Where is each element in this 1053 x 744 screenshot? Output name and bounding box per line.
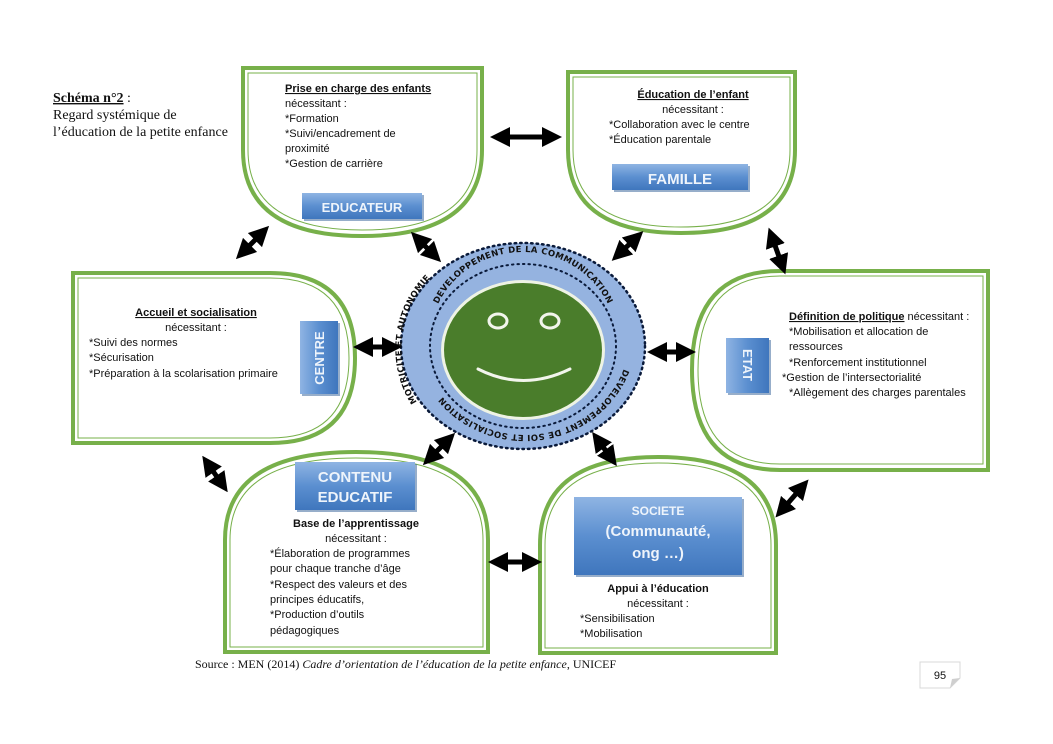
contenu-label-box [295,462,415,510]
contenu-heading: Base de l’apprentissage [293,518,419,530]
centre-item: *Préparation à la scolarisation primaire [89,368,278,380]
page-number-box: 95 [919,661,961,689]
centre-item: *Sécurisation [89,352,154,364]
societe-item: *Sensibilisation [580,613,655,625]
contenu-label-line1: CONTENU [318,469,392,486]
educateur-label-box [302,193,422,219]
source-citation: Source : MEN (2014) Cadre d’orientation … [195,657,616,671]
educateur-heading: Prise en charge des enfants [285,83,431,95]
svg-text:Définition de politique nécess: Définition de politique nécessitant : [789,311,969,323]
arrow-famille-etat [765,227,789,275]
smiley-face-icon [444,283,602,417]
svg-text:Schéma n°2 :: Schéma n°2 : [53,91,131,106]
educateur-item: *Gestion de carrière [285,158,383,170]
contenu-item: *Élaboration de programmes [270,547,411,560]
societe-sub: nécessitant : [627,598,689,610]
arrow-societe-center [592,431,617,467]
center-circle: DEVELOPPEMENT DE LA COMMUNICATION DEVELO… [394,241,647,451]
famille-item: *Collaboration avec le centre [609,119,750,131]
societe-label-line2: (Communauté, [606,523,711,540]
arrow-educateur-center [410,231,442,263]
etat-item: *Allègement des charges parentales [789,387,966,399]
node-societe: SOCIETE (Communauté, ong …) Appui à l’éd… [538,454,778,655]
contenu-item: principes éducatifs, [270,594,364,606]
right-eye [539,312,561,330]
arrow-societe-etat [775,479,809,518]
famille-label: FAMILLE [648,171,712,188]
etat-item: ressources [789,341,843,353]
educateur-item: *Suivi/encadrement de [285,128,396,140]
contenu-item: pédagogiques [270,625,340,637]
arrow-famille-center [611,231,644,261]
centre-heading: Accueil et socialisation [135,307,257,319]
centre-sub: nécessitant : [165,322,227,334]
centre-item: *Suivi des normes [89,337,178,349]
arrow-educateur-centre [235,225,270,260]
educateur-sub: nécessitant : [285,98,347,110]
node-etat: Définition de politique nécessitant : *M… [689,269,990,472]
educateur-item: *Formation [285,113,339,125]
societe-item: *Mobilisation [580,628,642,640]
mouth [476,367,572,382]
node-centre: Accueil et socialisation nécessitant : *… [71,271,358,445]
etat-label-box [726,338,769,393]
educateur-item: proximité [285,143,330,155]
contenu-sub: nécessitant : [325,533,387,545]
etat-label: ETAT [740,349,755,381]
node-educateur: Prise en charge des enfants nécessitant … [241,66,484,239]
contenu-item: *Respect des valeurs et des [270,579,407,591]
societe-label-box [574,497,742,575]
node-famille: Éducation de l’enfant nécessitant : *Col… [566,70,797,236]
societe-label-line3: ong …) [632,545,684,562]
contenu-item: *Production d’outils [270,609,365,621]
educateur-label: EDUCATEUR [322,200,403,215]
etat-item: *Renforcement institutionnel [789,357,927,369]
schema-subtitle-line2: l’éducation de la petite enfance [53,125,228,140]
contenu-item: pour chaque tranche d’âge [270,563,401,575]
schema-subtitle-line1: Regard systémique de [53,108,177,123]
centre-label: CENTRE [312,331,327,385]
famille-heading: Éducation de l’enfant [637,88,749,101]
page-number: 95 [934,670,946,682]
etat-heading: Définition de politique [789,311,905,323]
contenu-label-line2: EDUCATIF [318,489,393,506]
etat-item: *Mobilisation et allocation de [789,326,928,338]
node-contenu-educatif: CONTENU EDUCATIF Base de l’apprentissage… [223,449,490,654]
left-eye [487,312,509,330]
schema-heading: Schéma n°2 [53,91,124,106]
famille-item: *Éducation parentale [609,133,711,146]
arrow-centre-contenu [202,455,228,493]
societe-label-line1: SOCIETE [632,504,685,518]
centre-label-box [300,321,338,394]
arrow-contenu-center [422,432,456,466]
famille-sub: nécessitant : [662,104,724,116]
famille-label-box [612,164,748,190]
schema-title: Schéma n°2 : Regard systémique de l’éduc… [53,91,228,140]
etat-item: *Gestion de l’intersectorialité [782,372,921,384]
societe-heading: Appui à l’éducation [607,583,709,595]
